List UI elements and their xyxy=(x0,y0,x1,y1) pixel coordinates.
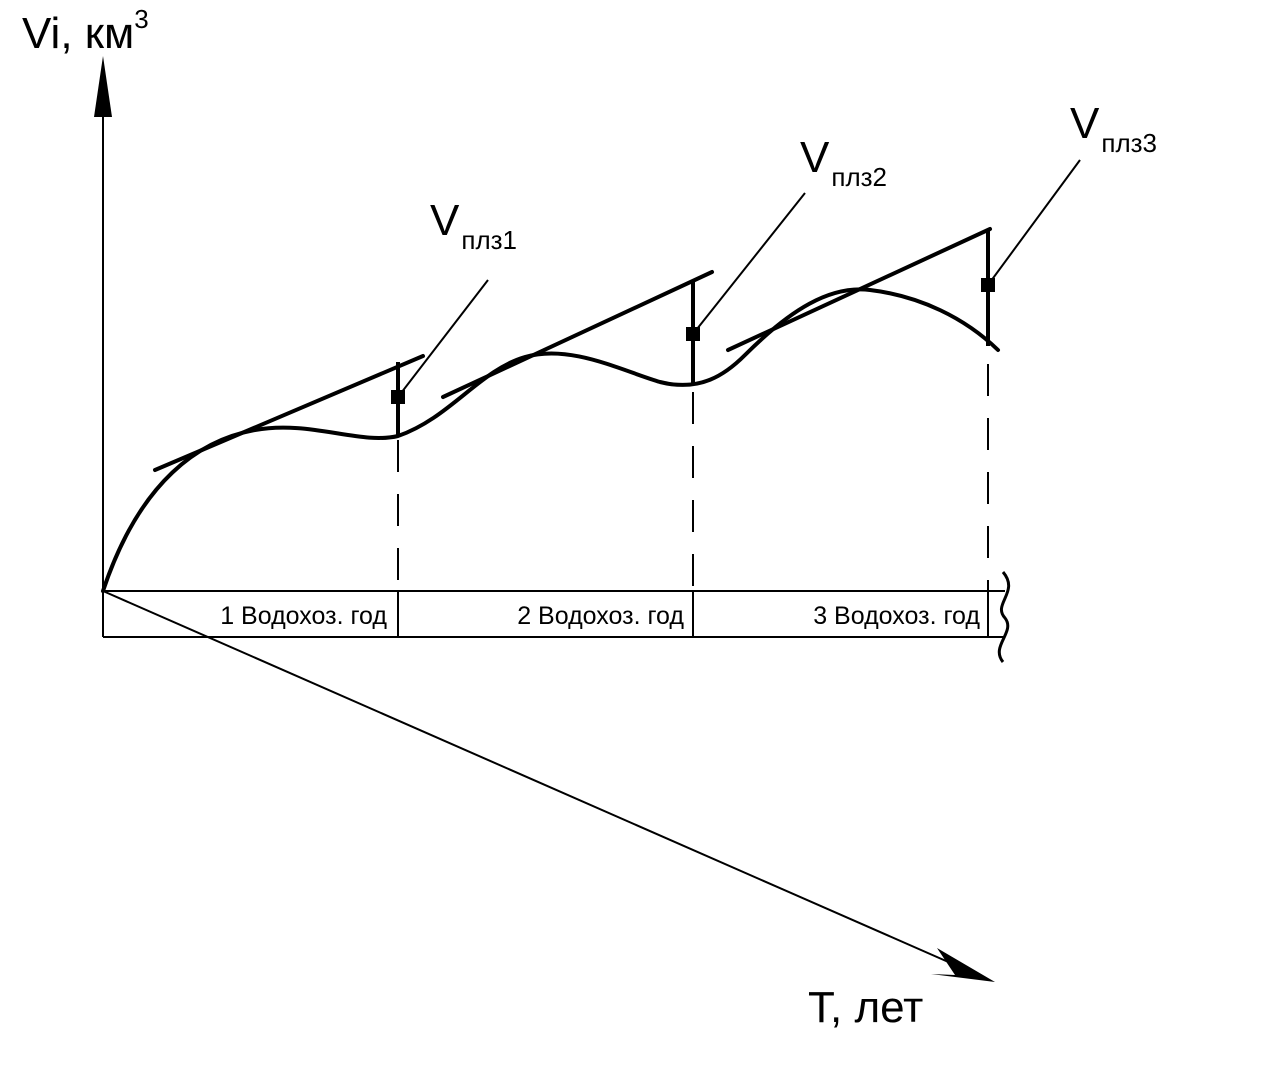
break-mark xyxy=(997,571,1011,663)
year-label-3: 3 Водохоз. год xyxy=(813,602,980,630)
t-axis-arrowhead xyxy=(931,948,995,982)
marker-3 xyxy=(981,278,995,292)
y-axis-label: Vi, км3 xyxy=(22,4,149,58)
water-year-strip xyxy=(102,571,1011,663)
t-axis-label: T, лет xyxy=(808,983,923,1032)
t-axis xyxy=(102,590,963,969)
tangent-lines xyxy=(153,227,992,472)
year-label-2: 2 Водохоз. год xyxy=(517,602,684,630)
tangent-2 xyxy=(441,270,714,399)
marker-2 xyxy=(686,327,700,341)
callout-vplz3: Vплз3 xyxy=(1070,99,1157,158)
year-label-1: 1 Водохоз. год xyxy=(220,602,387,630)
tangent-1 xyxy=(153,354,425,472)
callout-vplz2: Vплз2 xyxy=(800,133,887,192)
leader-lines xyxy=(397,159,1081,398)
dashed-projections xyxy=(397,364,989,591)
marker-1 xyxy=(391,390,405,404)
callout-vplz1: Vплз1 xyxy=(430,196,517,255)
y-axis-arrowhead xyxy=(94,56,112,117)
segment-markers xyxy=(391,278,995,404)
volume-curve xyxy=(101,287,1000,593)
tangent-3 xyxy=(726,227,992,352)
